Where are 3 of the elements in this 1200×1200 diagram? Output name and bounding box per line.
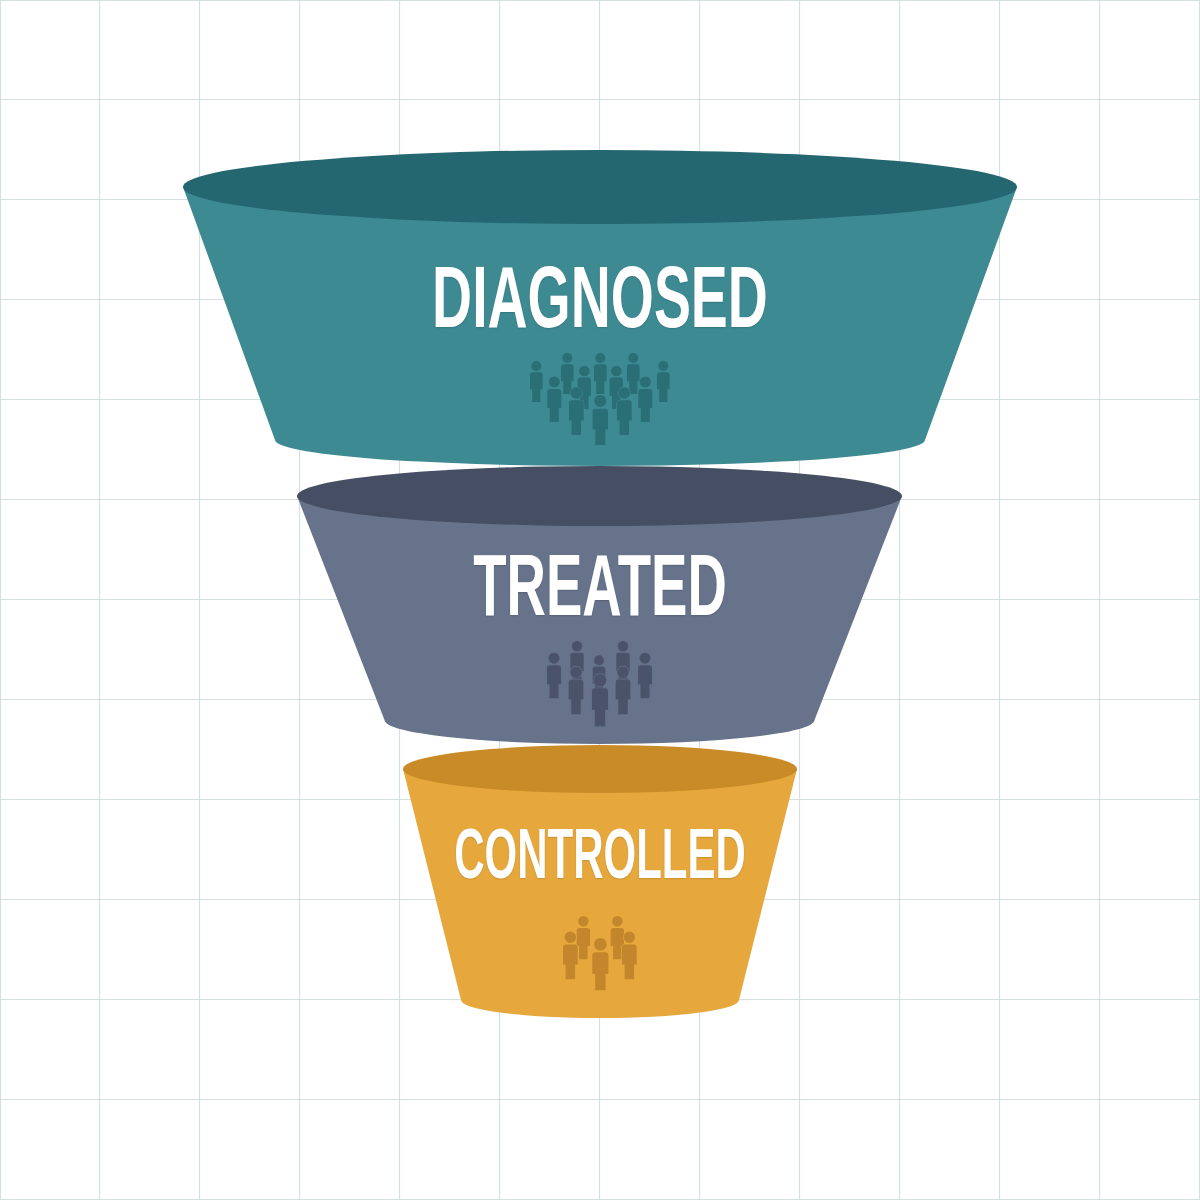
stage-label: TREATED xyxy=(472,541,727,629)
stage-label: CONTROLLED xyxy=(454,819,746,889)
stage-label: DIAGNOSED xyxy=(432,253,768,341)
